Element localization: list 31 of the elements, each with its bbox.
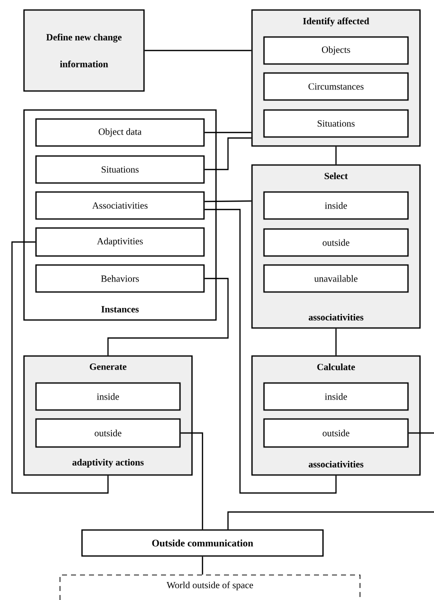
item-box: outside bbox=[263, 418, 409, 448]
connector-line bbox=[204, 208, 337, 494]
item-box: Situations bbox=[35, 155, 205, 184]
connector-line bbox=[227, 511, 434, 530]
connector-line bbox=[408, 432, 434, 434]
item-box: Situations bbox=[263, 109, 409, 138]
connector-line bbox=[202, 556, 204, 575]
connector-line bbox=[11, 241, 109, 494]
process-box: Define new change information bbox=[23, 9, 145, 92]
connector-line bbox=[107, 278, 229, 356]
connector-line bbox=[144, 50, 252, 52]
connector-line bbox=[335, 146, 337, 164]
item-box: inside bbox=[263, 382, 409, 411]
item-box: inside bbox=[263, 191, 409, 220]
item-box: outside bbox=[263, 228, 409, 257]
item-box: Circumstances bbox=[263, 72, 409, 101]
connector-line bbox=[180, 432, 204, 530]
connector-line bbox=[204, 132, 252, 134]
item-box: Behaviors bbox=[35, 264, 205, 293]
boundary-box: World outside of space bbox=[60, 574, 360, 600]
item-box: outside bbox=[35, 418, 181, 448]
connector-line bbox=[335, 328, 337, 356]
connector-line bbox=[204, 137, 252, 170]
item-box: Object data bbox=[35, 118, 205, 147]
item-box: Adaptivities bbox=[35, 227, 205, 257]
item-box: Objects bbox=[263, 36, 409, 65]
item-box: inside bbox=[35, 382, 181, 411]
connector-line bbox=[204, 200, 252, 202]
process-box: Outside communication bbox=[81, 529, 324, 557]
item-box: unavailable bbox=[263, 264, 409, 293]
item-box: Associativities bbox=[35, 191, 205, 220]
